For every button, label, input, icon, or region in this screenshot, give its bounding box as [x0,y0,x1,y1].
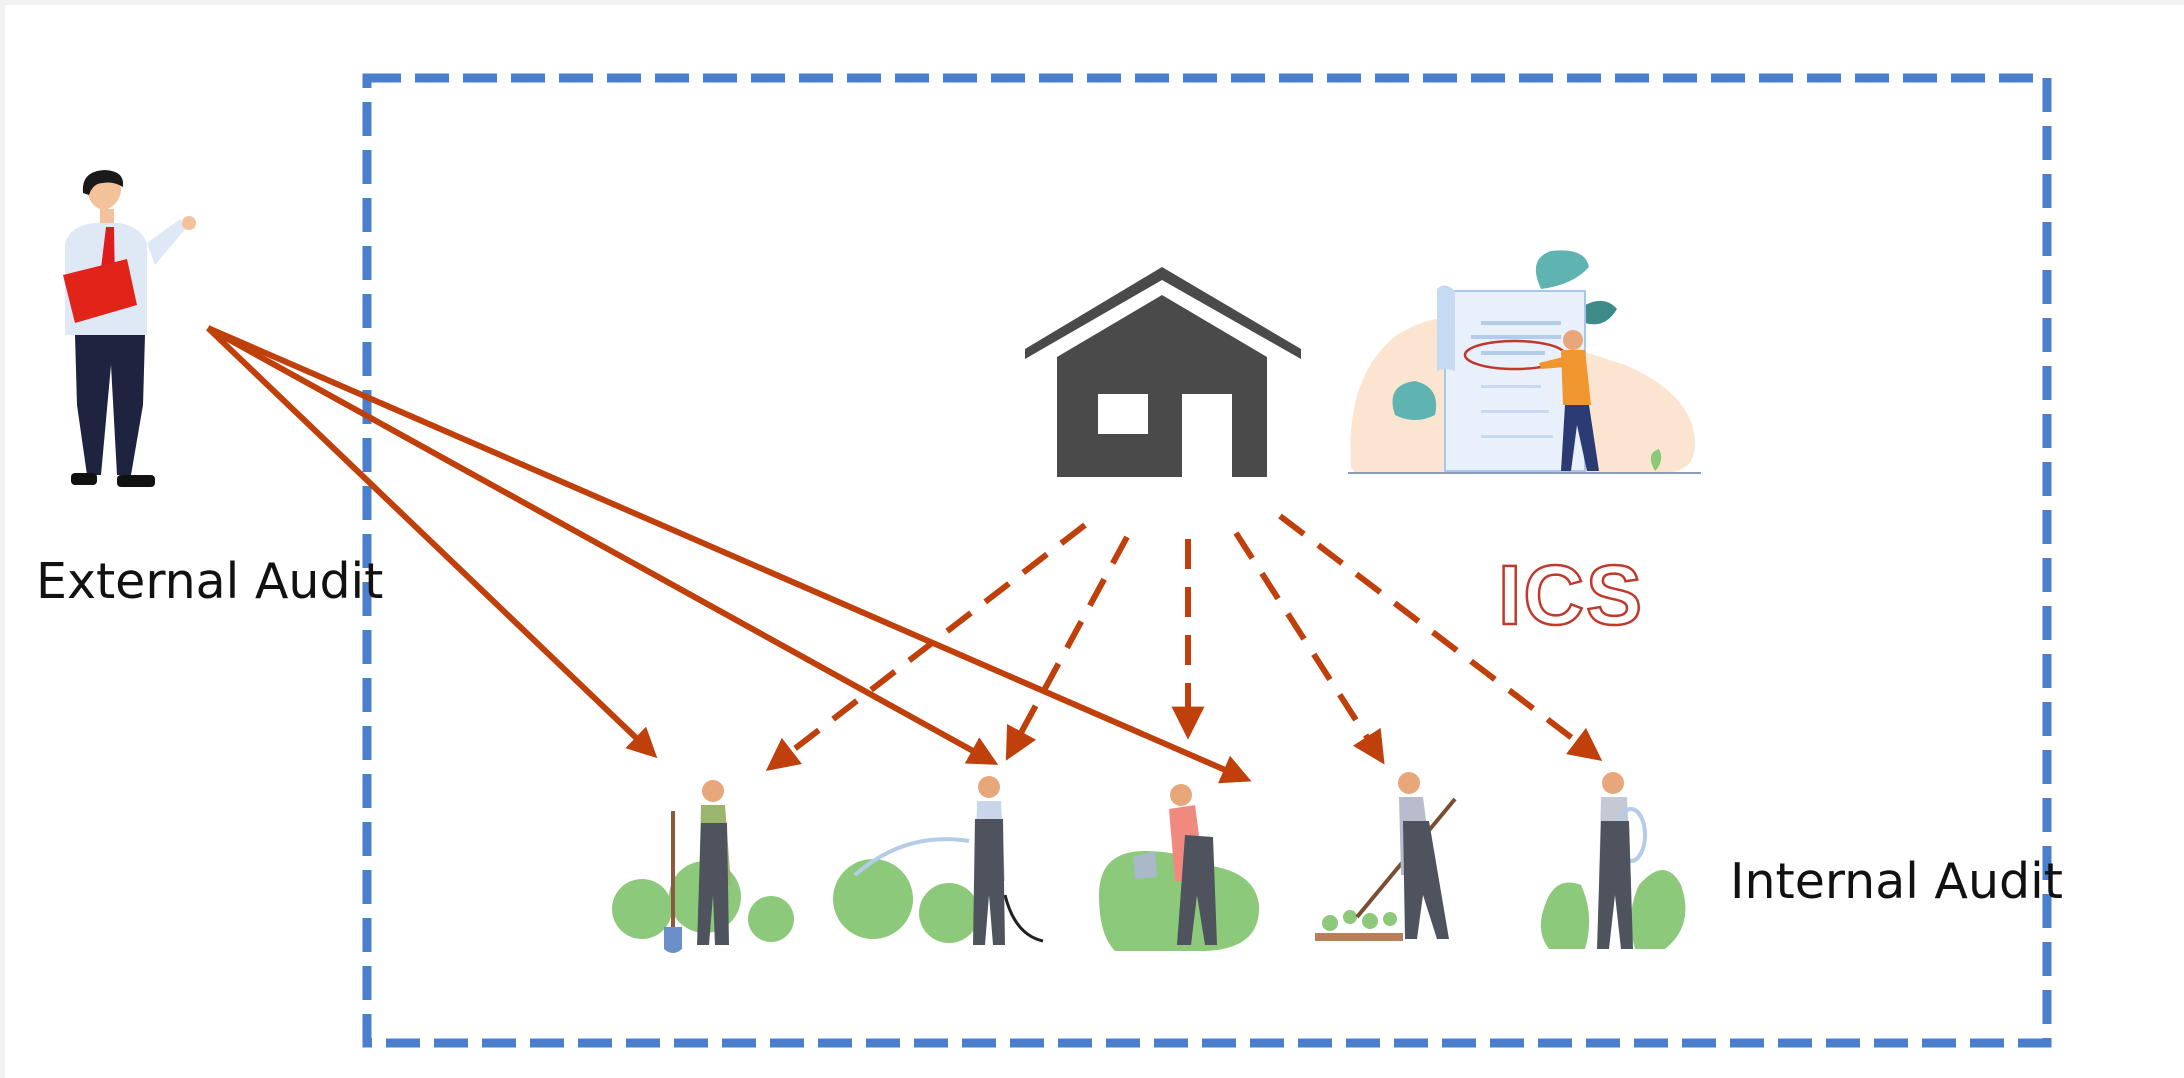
house-icon [1025,267,1301,477]
ics-arrow-5 [1278,513,1603,761]
gardener-shovel-icon [612,780,794,953]
ics-arrow-4 [1233,531,1385,765]
ics-arrow-2 [1005,535,1130,761]
gardener-watering-can-icon [1099,784,1260,951]
diagram-svg: ICS [63,73,2052,1048]
external-arrow-2 [206,325,999,765]
external-audit-arrows [205,325,1252,784]
external-arrow-3 [206,325,1252,784]
auditor-person-icon [63,170,196,487]
gardener-rope-icon [1540,772,1686,949]
internal-boundary [362,73,2052,1048]
internal-audit-label: Internal Audit [1730,853,2063,910]
document-review-icon [1348,250,1701,474]
diagram-canvas: ICS [5,5,2184,1078]
gardener-hose-icon [833,776,1044,945]
gardener-rake-icon [1315,772,1457,941]
ics-label: ICS [1498,548,1644,642]
external-audit-label: External Audit [36,553,384,610]
ics-arrow-1 [765,522,1087,772]
external-arrow-1 [205,325,658,759]
ics-arrows [765,513,1603,772]
